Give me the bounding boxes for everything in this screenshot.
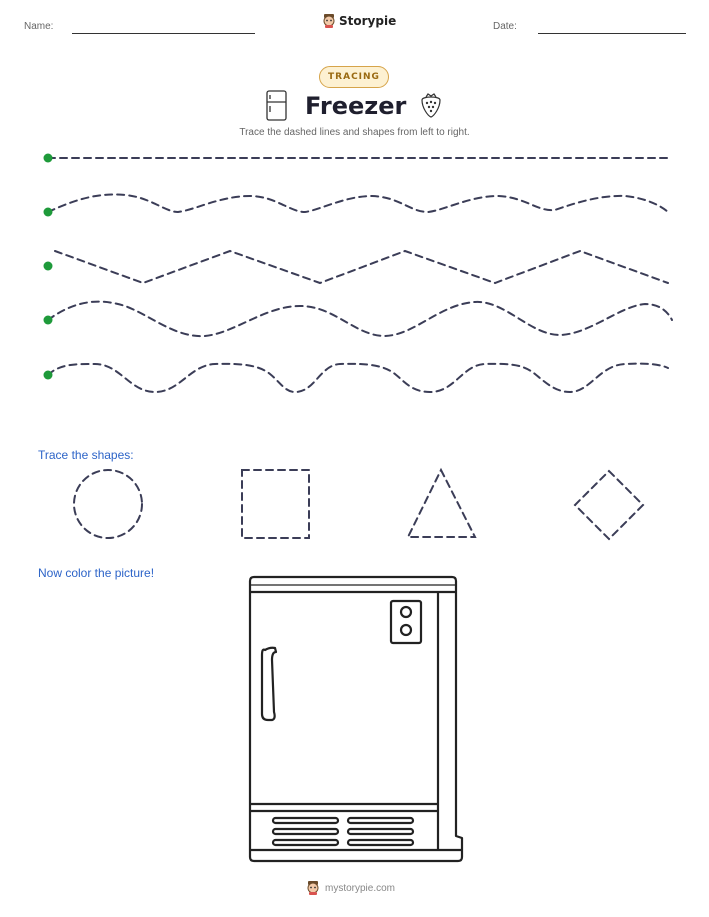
trace-line-wave — [47, 193, 669, 214]
start-dot-4 — [43, 315, 53, 325]
name-label: Name: — [24, 21, 54, 32]
storypie-mascot-icon — [323, 14, 335, 28]
tracing-badge: TRACING — [319, 66, 389, 88]
instructions-text: Trace the dashed lines and shapes from l… — [239, 127, 470, 138]
date-line[interactable] — [538, 33, 686, 34]
start-dot-1 — [43, 153, 53, 163]
trace-square — [241, 469, 310, 539]
color-section-label: Now color the picture! — [38, 566, 155, 580]
name-line[interactable] — [72, 33, 255, 34]
brand-name: Storypie — [339, 14, 397, 28]
footer: mystorypie.com — [306, 880, 395, 896]
date-label: Date: — [493, 21, 517, 32]
trace-circle — [73, 469, 143, 539]
storypie-mascot-icon — [307, 881, 319, 895]
footer-url[interactable]: mystorypie.com — [325, 882, 396, 894]
trace-line-zigzag — [54, 249, 669, 285]
start-dot-5 — [43, 370, 53, 380]
trace-triangle — [406, 467, 477, 538]
trace-line-smooth-wave — [47, 300, 673, 338]
start-dot-3 — [43, 261, 53, 271]
trace-line-bumps — [47, 362, 669, 394]
worksheet-title: Freezer — [305, 92, 407, 120]
shapes-section-label: Trace the shapes: — [38, 448, 134, 462]
start-dot-2 — [43, 207, 53, 217]
trace-diamond — [573, 469, 645, 541]
brand-logo: Storypie — [322, 13, 396, 29]
